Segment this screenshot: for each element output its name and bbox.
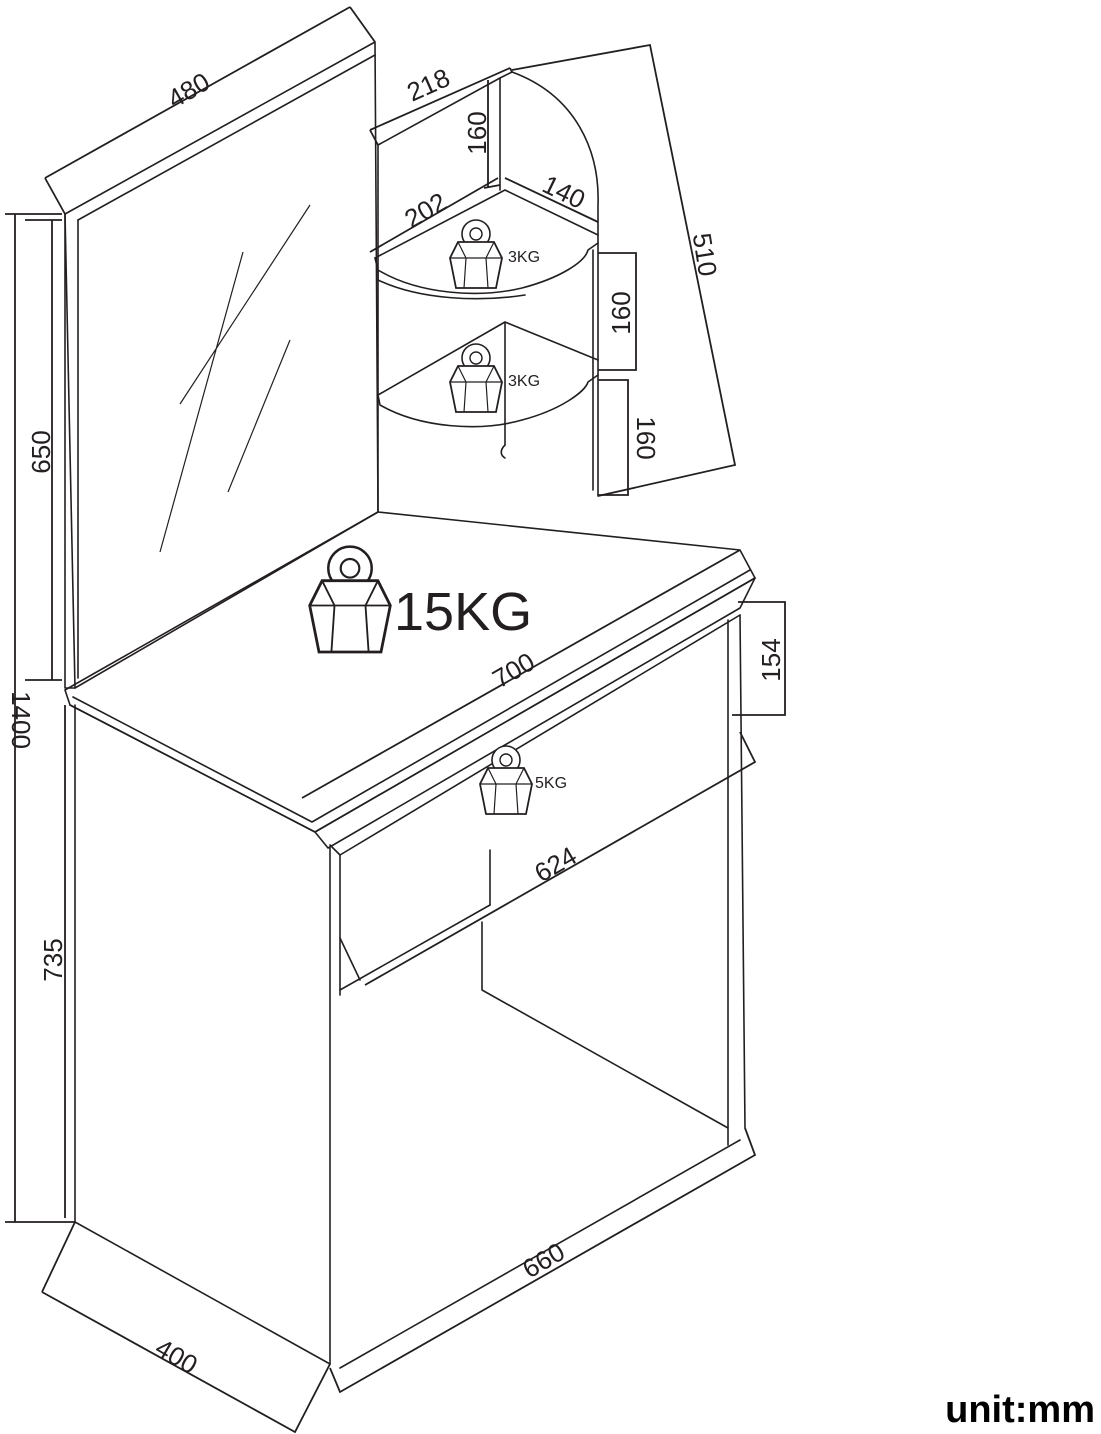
dim-shelf-gap-1: 160: [606, 291, 636, 334]
dim-drawer-height: 154: [756, 638, 786, 681]
dim-shelf-gap-2: 160: [631, 416, 661, 459]
dim-inner-width: 624: [529, 840, 582, 888]
shelf-unit: [374, 71, 599, 513]
shelf-upper-load: 3KG: [508, 249, 540, 266]
dimension-lines: [5, 6, 786, 1434]
weight-icon: [479, 745, 533, 815]
table-body: [74, 614, 746, 1369]
dim-total-height: 1400: [6, 691, 36, 749]
dim-table-width: 700: [487, 646, 540, 694]
dim-top-shelf-gap: 160: [462, 111, 492, 154]
weight-icon: [308, 545, 392, 654]
unit-label: unit:mm: [945, 1389, 1095, 1431]
tabletop: [64, 511, 756, 849]
dim-shelf-width: 140: [538, 169, 590, 215]
dim-shelf-unit-depth: 218: [402, 62, 454, 107]
tabletop-load: 15KG: [394, 582, 532, 642]
dim-base-depth: 400: [150, 1332, 203, 1380]
dim-mirror-height: 650: [26, 430, 56, 473]
dim-shelf-unit-height: 510: [687, 231, 723, 279]
dim-shelf-depth: 202: [399, 186, 452, 234]
weight-icon: [449, 219, 503, 289]
weight-icon: [449, 343, 503, 413]
dim-base-width: 660: [517, 1236, 570, 1284]
dim-table-height: 735: [38, 938, 68, 981]
shelf-lower-load: 3KG: [508, 373, 540, 390]
drawer-load: 5KG: [535, 775, 567, 792]
